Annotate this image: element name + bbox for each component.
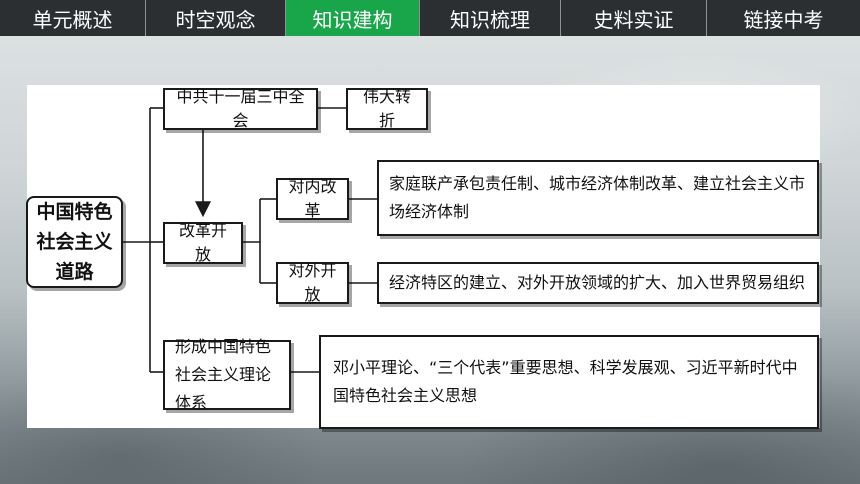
domestic-reform-node: 对内改革 bbox=[276, 177, 349, 220]
tab-knowledge-build[interactable]: 知识建构 bbox=[286, 0, 420, 36]
opening-up-node: 对外开放 bbox=[276, 261, 349, 304]
domestic-detail-node: 家庭联产承包责任制、城市经济体制改革、建立社会主义市场经济体制 bbox=[377, 160, 819, 236]
tab-knowledge-review[interactable]: 知识梳理 bbox=[420, 0, 561, 36]
tab-exam-link[interactable]: 链接中考 bbox=[743, 7, 824, 32]
tab-time-space[interactable]: 时空观念 bbox=[146, 0, 286, 36]
opening-up-detail-text: 经济特区的建立、对外开放领域的扩大、加入世界贸易组织 bbox=[389, 273, 806, 292]
theory-node: 形成中国特色社会主义理论体系 bbox=[163, 337, 291, 412]
domestic-reform-label: 对内改革 bbox=[288, 177, 337, 220]
domestic-detail-text: 家庭联产承包责任制、城市经济体制改革、建立社会主义市场经济体制 bbox=[389, 174, 806, 221]
reform-node: 改革开放 bbox=[163, 221, 243, 264]
root-node: 中国特色社会主义道路 bbox=[26, 196, 123, 288]
root-node-label: 中国特色社会主义道路 bbox=[36, 201, 113, 283]
tab-historical-evidence[interactable]: 史料实证 bbox=[561, 0, 707, 36]
plenum-node: 中共十一届三中全会 bbox=[163, 87, 318, 130]
reform-node-label: 改革开放 bbox=[178, 221, 227, 264]
turning-point-node: 伟大转折 bbox=[346, 87, 428, 130]
theory-detail-text: 邓小平理论、“三个代表”重要思想、科学发展观、习近平新时代中国特色社会主义思想 bbox=[333, 358, 798, 405]
plenum-node-label: 中共十一届三中全会 bbox=[176, 87, 305, 130]
tab-unit-overview[interactable]: 单元概述 bbox=[0, 0, 146, 36]
theory-detail-node: 邓小平理论、“三个代表”重要思想、科学发展观、习近平新时代中国特色社会主义思想 bbox=[319, 335, 819, 429]
opening-up-label: 对外开放 bbox=[288, 261, 337, 304]
turning-point-label: 伟大转折 bbox=[362, 87, 411, 130]
opening-up-detail-node: 经济特区的建立、对外开放领域的扩大、加入世界贸易组织 bbox=[377, 262, 819, 304]
theory-node-label: 形成中国特色社会主义理论体系 bbox=[175, 337, 272, 412]
top-nav: 单元概述 时空观念 知识建构 知识梳理 史料实证 链接中考 bbox=[0, 0, 860, 36]
